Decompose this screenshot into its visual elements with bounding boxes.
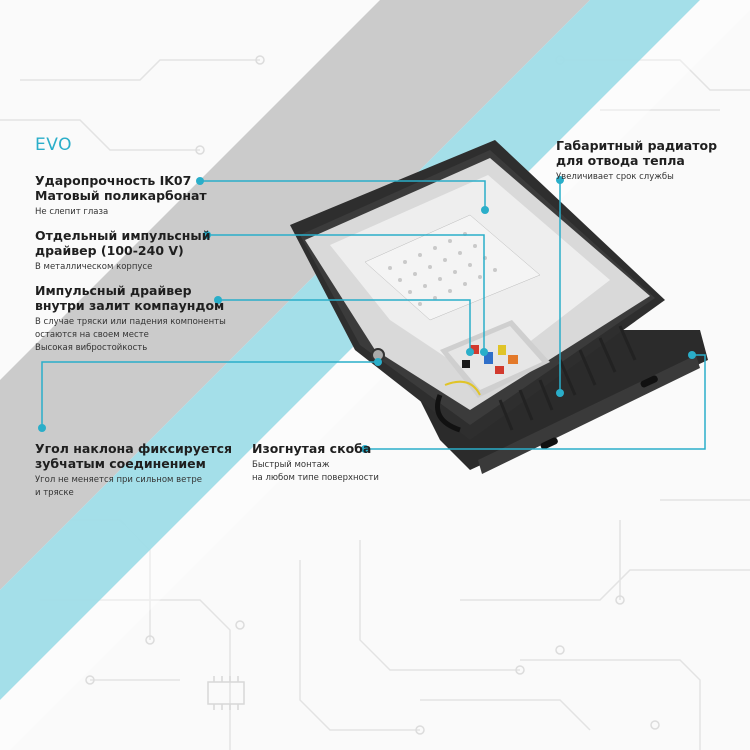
callout-bracket: Изогнутая скоба Быстрый монтаж на любом … bbox=[252, 441, 379, 485]
chip-icon bbox=[207, 676, 245, 710]
callout-radiator: Габаритный радиатор для отвода тепла Уве… bbox=[556, 138, 717, 184]
callout-impact-sub: Не слепит глаза bbox=[35, 207, 109, 217]
callout-bracket-title: Изогнутая скоба bbox=[252, 441, 372, 456]
floodlight-product bbox=[290, 140, 708, 474]
callout-impact-title: Ударопрочность IK07 Матовый поликарбонат bbox=[35, 173, 207, 203]
callout-compound-title: Импульсный драйвер внутри залит компаунд… bbox=[35, 283, 225, 313]
callout-radiator-title: Габаритный радиатор для отвода тепла bbox=[556, 138, 718, 168]
callout-dots bbox=[38, 176, 696, 453]
brand-name: EVO bbox=[35, 135, 72, 155]
callout-compound-sub: В случае тряски или падения компоненты о… bbox=[35, 317, 226, 353]
callout-angle-sub: Угол не меняется при сильном ветре и тря… bbox=[35, 475, 202, 498]
callout-angle: Угол наклона фиксируется зубчатым соедин… bbox=[35, 441, 232, 500]
callout-radiator-sub: Увеличивает срок службы bbox=[556, 172, 674, 182]
callout-driver-title: Отдельный импульсный драйвер (100-240 V) bbox=[35, 228, 211, 258]
callout-bracket-sub: Быстрый монтаж на любом типе поверхности bbox=[252, 460, 379, 483]
callout-angle-title: Угол наклона фиксируется зубчатым соедин… bbox=[35, 441, 233, 471]
callout-lines bbox=[41, 180, 706, 450]
callout-impact: Ударопрочность IK07 Матовый поликарбонат… bbox=[35, 173, 207, 219]
callout-driver: Отдельный импульсный драйвер (100-240 V)… bbox=[35, 228, 210, 274]
callout-compound: Импульсный драйвер внутри залит компаунд… bbox=[35, 283, 226, 355]
callout-driver-sub: В металлическом корпусе bbox=[35, 262, 153, 272]
